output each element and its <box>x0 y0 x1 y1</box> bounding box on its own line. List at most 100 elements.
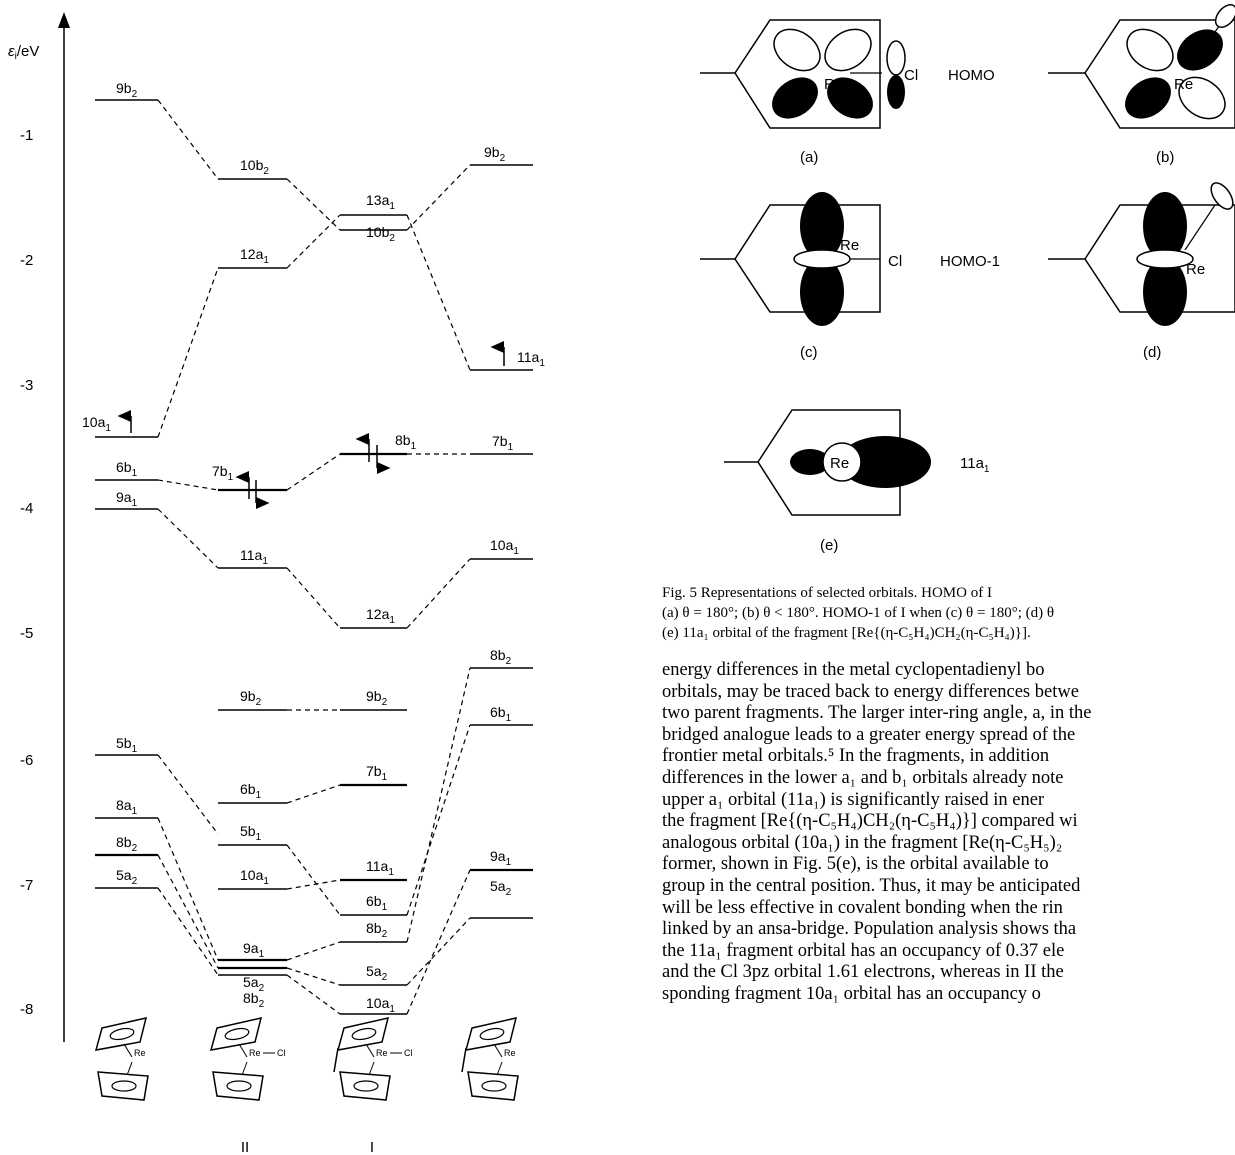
text-line: orbitals, may be traced back to energy d… <box>662 681 1079 702</box>
svg-text:Re: Re <box>376 1048 388 1058</box>
text-line: energy differences in the metal cyclopen… <box>662 660 1045 680</box>
text-line: the 11a₁ fragment orbital has an occupan… <box>662 940 1065 961</box>
level-label: 8b2 <box>366 920 388 940</box>
levels-column-2: 10b2 12a1 7b1 11a1 9b2 6b1 5b1 10a1 9a1 … <box>212 157 287 1010</box>
fragment-label-II: II <box>241 1139 249 1155</box>
text-line: frontier metal orbitals.⁵ In the fragmen… <box>662 746 1050 767</box>
figure-caption: Fig. 5 Representations of selected orbit… <box>662 583 1235 643</box>
energy-axis-arrow <box>58 12 70 28</box>
levels-column-4: 9b2 11a1 7b1 10a1 8b2 6b1 9a1 5a2 <box>470 144 545 919</box>
level-label: 6b1 <box>116 459 138 479</box>
panel-label: (b) <box>1156 149 1174 166</box>
level-label: 8b2 <box>490 647 512 667</box>
svg-text:Re: Re <box>249 1048 261 1058</box>
atom-re-label: Re <box>1186 261 1205 278</box>
level-label: 11a1 <box>517 349 545 369</box>
level-label: 11a1 <box>240 547 268 567</box>
level-label: 9b2 <box>366 688 388 708</box>
level-label: 5b1 <box>240 823 262 843</box>
levels-column-1: 9b2 10a1 6b1 9a1 5b1 8a1 8b2 5a2 <box>82 80 158 889</box>
level-label: 9a1 <box>243 940 265 960</box>
level-label: 10a1 <box>82 414 111 434</box>
levels-column-3: 13a1 10b2 8b1 12a1 9b2 7b1 11a1 6b1 8b2 … <box>340 192 417 1015</box>
svg-text:Cl: Cl <box>404 1048 413 1058</box>
level-label: 6b1 <box>490 704 512 724</box>
tick-label: -5 <box>20 625 33 642</box>
tick-label: -4 <box>20 500 33 517</box>
level-label: 9a1 <box>116 489 138 509</box>
body-text: energy differences in the metal cyclopen… <box>662 660 1235 1006</box>
tick-label: -3 <box>20 377 33 394</box>
level-label: 12a1 <box>366 606 395 626</box>
text-line: upper a₁ orbital (11a₁) is significantly… <box>662 789 1045 810</box>
atom-cl-label: Cl <box>888 253 902 270</box>
orbital-sketch-b: Re (b) <box>1048 4 1235 166</box>
level-label: 5b1 <box>116 735 138 755</box>
level-label: 10b2 <box>240 157 269 177</box>
level-label: 7b1 <box>492 433 514 453</box>
axis-ticks: -1 -2 -3 -4 -5 -6 -7 -8 <box>20 127 33 1018</box>
fragment-ansa-rhenocene-sketch: Re <box>461 1016 519 1101</box>
fragment-label-I: I <box>370 1139 374 1155</box>
text-line: will be less effective in covalent bondi… <box>662 897 1063 918</box>
svg-text:Re: Re <box>504 1048 516 1058</box>
fragment-ansa-chloride-sketch: Re Cl <box>333 1016 413 1101</box>
fragment-rhenocene-chloride-sketch: Re Cl <box>209 1016 286 1101</box>
panel-label: (a) <box>800 149 818 166</box>
text-line: the fragment [Re{(η-C₅H₄)CH₂(η-C₅H₄)}] c… <box>662 811 1078 832</box>
level-label: 9b2 <box>484 144 506 164</box>
atom-re-label: Re <box>824 76 843 93</box>
tick-label: -6 <box>20 752 33 769</box>
panel-label: (e) <box>820 537 838 554</box>
svg-text:Cl: Cl <box>277 1048 286 1058</box>
text-line: analogous orbital (10a₁) in the fragment… <box>662 832 1063 853</box>
tick-label: -8 <box>20 1001 33 1018</box>
level-label: 6b1 <box>240 781 262 801</box>
text-line: two parent fragments. The larger inter-r… <box>662 703 1092 724</box>
text-line: former, shown in Fig. 5(e), is the orbit… <box>662 854 1049 875</box>
level-label: 7b1 <box>212 463 234 483</box>
orbital-sketch-c: Re Cl HOMO-1 (c) <box>700 192 1000 361</box>
tick-label: -2 <box>20 252 33 269</box>
atom-re-label: Re <box>830 455 849 472</box>
level-label: 9a1 <box>490 848 512 868</box>
text-line: sponding fragment 10a₁ orbital has an oc… <box>662 983 1041 1004</box>
text-line: differences in the lower a₁ and b₁ orbit… <box>662 767 1064 788</box>
level-label: 9b2 <box>240 688 262 708</box>
caption-line: (a) θ = 180°; (b) θ < 180°. HOMO-1 of I … <box>662 605 1055 621</box>
text-line: and the Cl 3pz orbital 1.61 electrons, w… <box>662 962 1064 983</box>
caption-line: Fig. 5 Representations of selected orbit… <box>662 585 992 601</box>
level-label: 7b1 <box>366 763 388 783</box>
text-line: group in the central position. Thus, it … <box>662 875 1081 896</box>
level-label: 6b1 <box>366 893 388 913</box>
text-line: linked by an ansa-bridge. Population ana… <box>662 919 1077 940</box>
level-label: 10a1 <box>490 537 519 557</box>
svg-text:Re: Re <box>134 1048 146 1058</box>
level-label: 8b2 <box>116 834 138 854</box>
atom-re-label: Re <box>840 237 859 254</box>
level-label: 13a1 <box>366 192 395 212</box>
homo-1-label: HOMO-1 <box>940 253 1000 270</box>
level-label: 5a2 <box>490 878 512 898</box>
atom-cl-label: Cl <box>904 67 918 84</box>
level-label: 10b2 <box>366 224 395 244</box>
level-label: 8a1 <box>116 797 138 817</box>
orbital-sketch-d: Re (d) <box>1048 182 1235 361</box>
level-label: 8b1 <box>395 432 417 452</box>
panel-label: (d) <box>1143 344 1161 361</box>
orbital-sketch-e: Re 11a1 (e) <box>724 409 990 554</box>
orbital-sketch-a: Re Cl HOMO (a) <box>700 19 995 166</box>
level-label: 12a1 <box>240 246 269 266</box>
level-label: 11a1 <box>366 858 394 878</box>
panel-label: (c) <box>800 344 818 361</box>
tick-label: -7 <box>20 877 33 894</box>
level-label: 5a2 <box>366 963 388 983</box>
level-label: 10a1 <box>366 995 395 1015</box>
level-label: 9b2 <box>116 80 138 100</box>
atom-re-label: Re <box>1174 76 1193 93</box>
fragment-rhenocene-sketch: Re <box>94 1016 149 1101</box>
caption-line: (e) 11a₁ orbital of the fragment [Re{(η-… <box>662 625 1031 641</box>
orbital-label-11a1: 11a1 <box>960 455 990 475</box>
text-line: bridged analogue leads to a greater ener… <box>662 724 1076 745</box>
